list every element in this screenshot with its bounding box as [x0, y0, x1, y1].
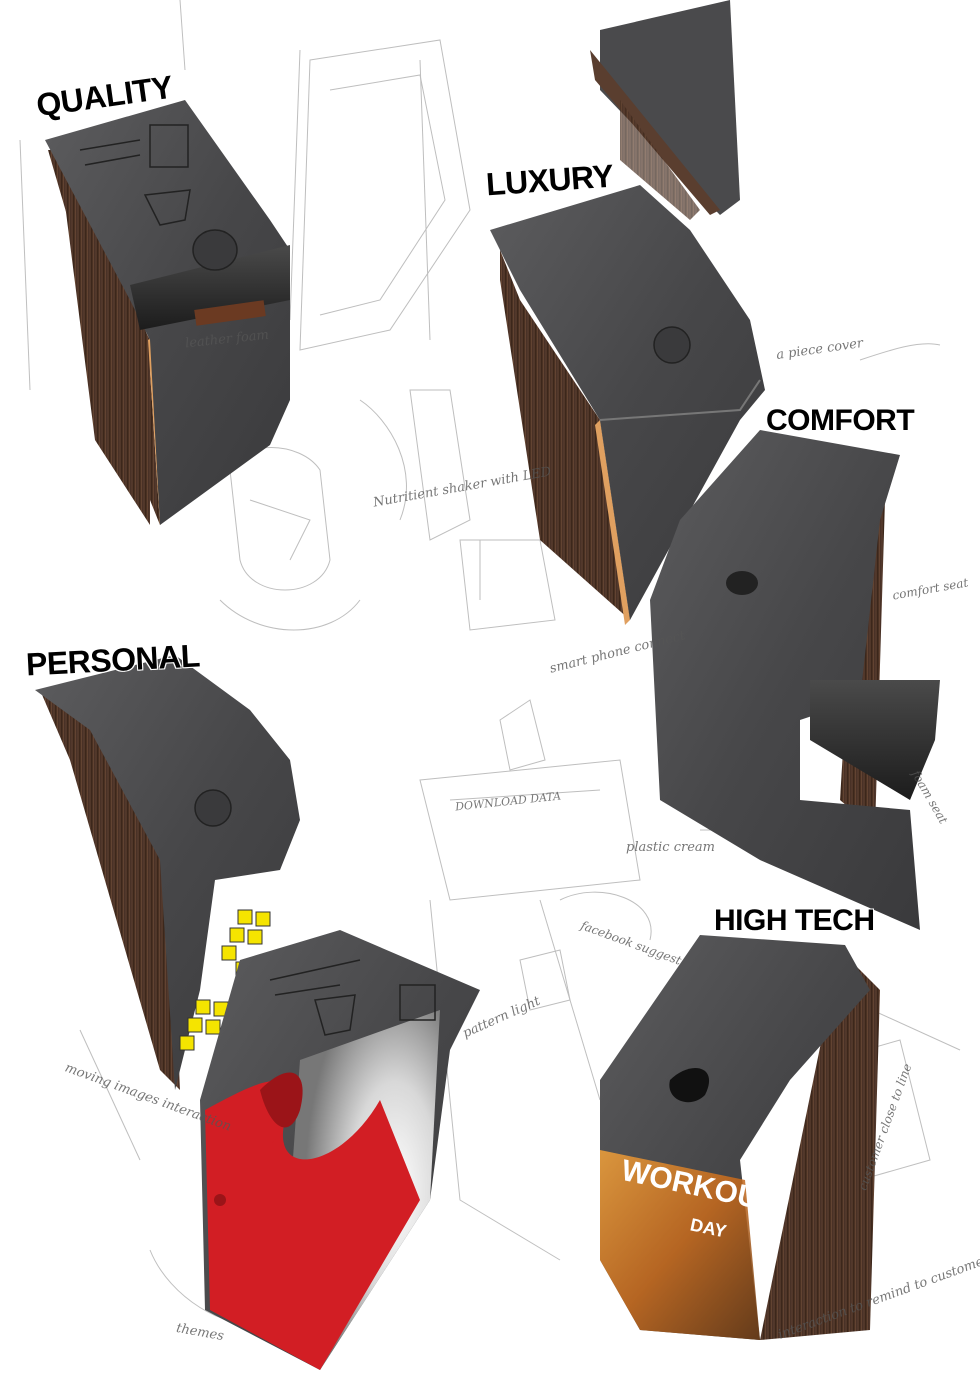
red-theme-unit	[200, 930, 480, 1370]
label-high-tech: HIGH TECH	[714, 904, 875, 937]
comfort-unit	[650, 430, 940, 930]
personal-unit	[35, 655, 300, 1090]
high-tech-unit	[600, 935, 880, 1340]
note-plastic-cream: plastic cream	[626, 840, 715, 855]
quality-unit	[45, 100, 290, 525]
pixel-pattern	[179, 909, 271, 1051]
faded-top-unit	[590, 0, 980, 230]
luxury-unit	[490, 185, 765, 625]
label-comfort: COMFORT	[766, 404, 915, 437]
